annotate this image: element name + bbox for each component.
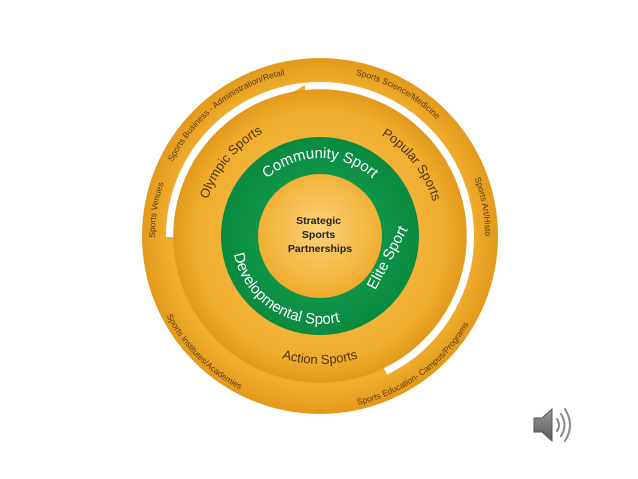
svg-text:Strategic Sports Partn: Strategic Sports Partnerships — [288, 215, 352, 255]
svg-text:Action Sports: Action Sports — [281, 347, 359, 368]
center-line-1: Strategic — [296, 215, 341, 227]
outer-ring-divider — [166, 82, 474, 390]
middle-ring-edge — [173, 89, 467, 383]
center-line-3: Partnerships — [288, 243, 352, 255]
center-line-2: Sports — [302, 229, 335, 241]
center-disk — [258, 174, 382, 298]
speaker-icon[interactable] — [531, 403, 581, 447]
label-action-sports: Action Sports — [281, 347, 359, 368]
